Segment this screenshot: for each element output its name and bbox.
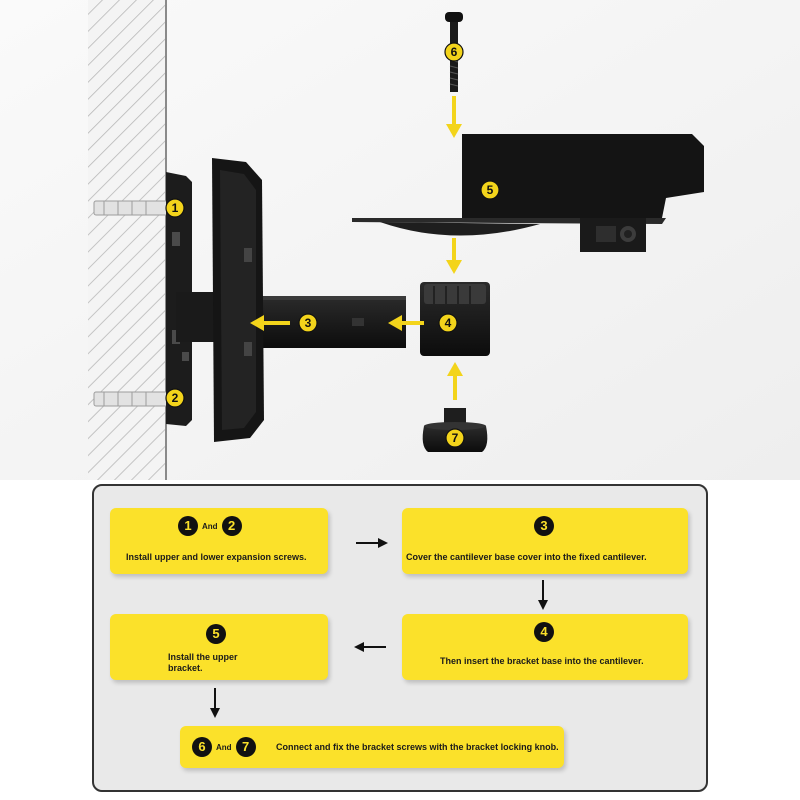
step-number-1: 1 [178,516,198,536]
step-text-3: Cover the cantilever base cover into the… [406,552,647,562]
step-text-5: Install the upper bracket. [168,652,238,674]
step-text-4: Then insert the bracket base into the ca… [440,656,644,666]
step-number-2: 2 [221,516,242,536]
arrow-up-knob [447,362,463,400]
callout-4: 4 [438,313,458,333]
expansion-screw-upper [93,200,171,216]
assembly-arrows [250,96,463,400]
callout-3: 3 [298,313,318,333]
front-plate [212,158,264,442]
step-text-1-2: Install upper and lower expansion screws… [126,552,307,562]
flow-arrow-left [354,642,386,652]
svg-text:6: 6 [451,45,458,59]
step-number-7: 7 [235,737,256,757]
callout-7: 7 [445,428,465,448]
step-number-4: 4 [534,622,554,642]
step-number-6: 6 [192,737,212,757]
step-number-3: 3 [534,516,554,536]
and-label: And [216,742,232,752]
step-text-6-7: Connect and fix the bracket screws with … [276,742,559,752]
step-numbers-5: 5 [206,624,226,644]
arrow-down-shelf [446,238,462,274]
svg-text:7: 7 [452,431,459,445]
svg-text:4: 4 [445,316,452,330]
step-card-5: 5 Install the upper bracket. [110,614,328,680]
arrow-down-screw [446,96,462,138]
step-number-5: 5 [206,624,226,644]
flow-arrow-right [356,538,388,548]
flow-arrow-down-left [210,688,220,718]
svg-text:3: 3 [305,316,312,330]
step-text-5-line-2: bracket. [168,663,203,673]
arrow-left-base [388,315,424,331]
cantilever-arm [176,292,406,348]
callout-6: 6 [444,42,464,62]
flow-arrow-down-right [538,580,548,610]
step-numbers-4: 4 [534,622,554,642]
step-numbers-3: 3 [534,516,554,536]
callout-1: 1 [165,198,185,218]
callout-5: 5 [480,180,500,200]
svg-text:5: 5 [487,183,494,197]
step-text-5-line-1: Install the upper [168,652,238,662]
and-label: And [202,521,218,531]
expansion-screw-lower [93,391,171,407]
wall [88,0,167,480]
upper-bracket-shelf [352,134,704,252]
svg-text:2: 2 [172,391,179,405]
exploded-assembly-diagram: 1 2 3 4 5 6 7 [0,0,800,480]
step-card-4: 4 Then insert the bracket base into the … [402,614,688,680]
step-card-3: 3 Cover the cantilever base cover into t… [402,508,688,574]
callout-2: 2 [165,388,185,408]
svg-text:1: 1 [172,201,179,215]
arrow-left-cover [250,315,290,331]
